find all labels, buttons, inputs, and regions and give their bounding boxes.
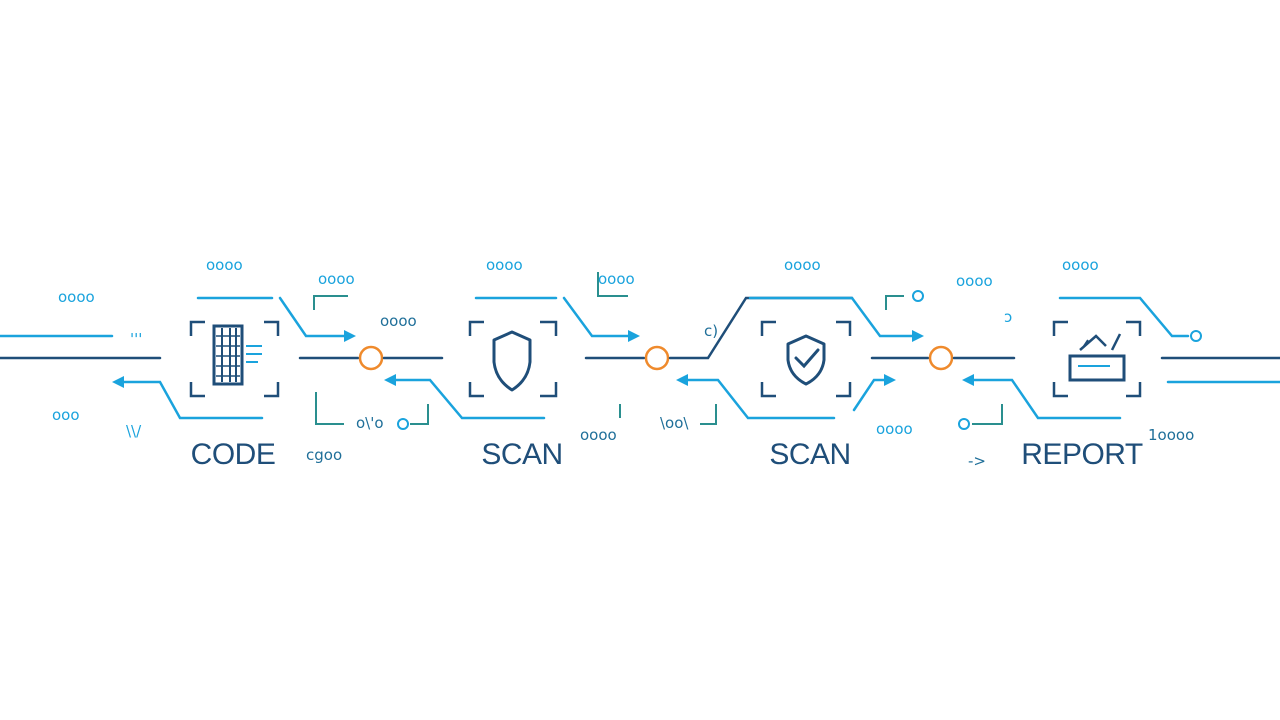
decorative-mark-18: \oo\ xyxy=(660,414,689,432)
decorative-marks: oooo oooo oooo oooo ooo oooo oooo oooo o… xyxy=(52,256,1194,470)
report-icon xyxy=(1068,333,1126,382)
connector-1 xyxy=(298,295,546,430)
decorative-mark-5: ooo xyxy=(52,406,80,424)
stage-scan-2: SCAN xyxy=(748,296,924,471)
decorative-mark-16: c) xyxy=(704,322,718,340)
stage-scan-1: SCAN xyxy=(468,296,640,471)
report-frame xyxy=(1052,320,1142,398)
decorative-mark-7: oooo xyxy=(598,270,635,288)
shield-icon xyxy=(492,330,532,392)
stage-label-scan-1: SCAN xyxy=(481,438,562,471)
code-document-icon xyxy=(212,324,262,386)
decorative-mark-17: cgoo xyxy=(306,446,342,464)
decorative-mark-14: ''' xyxy=(130,330,142,348)
connector-3 xyxy=(870,290,1122,430)
connector-node-3 xyxy=(928,345,954,371)
decorative-mark-13: 1oooo xyxy=(1148,426,1194,444)
stage-report: REPORT xyxy=(1021,296,1202,471)
decorative-mark-1: oooo xyxy=(58,288,95,306)
stage-label-scan-2: SCAN xyxy=(769,438,850,471)
decorative-mark-10: oooo xyxy=(956,272,993,290)
decorative-mark-19: o\'o xyxy=(356,414,384,432)
decorative-mark-6: oooo xyxy=(486,256,523,274)
decorative-mark-11: oooo xyxy=(876,420,913,438)
left-input-lines xyxy=(0,334,264,420)
decorative-mark-8: oooo xyxy=(580,426,617,444)
decorative-mark-4: oooo xyxy=(380,312,417,330)
decorative-mark-9: oooo xyxy=(784,256,821,274)
decorative-mark-3: oooo xyxy=(318,270,355,288)
code-frame xyxy=(189,320,280,398)
stage-label-code: CODE xyxy=(191,438,276,471)
decorative-mark-2: oooo xyxy=(206,256,243,274)
decorative-mark-20: ɔ xyxy=(1004,308,1012,326)
connector-node-2 xyxy=(644,345,670,371)
scan-1-frame xyxy=(468,320,558,398)
shield-check-icon xyxy=(786,334,826,386)
decorative-mark-15: \\/ xyxy=(126,422,142,440)
scan-2-frame xyxy=(760,320,852,398)
right-output-lines xyxy=(1160,356,1280,384)
decorative-mark-21: -> xyxy=(968,452,986,470)
stage-label-report: REPORT xyxy=(1021,438,1143,471)
connector-2 xyxy=(584,272,854,425)
decorative-mark-12: oooo xyxy=(1062,256,1099,274)
stage-code: CODE xyxy=(189,296,356,471)
connector-node-1 xyxy=(358,345,384,371)
